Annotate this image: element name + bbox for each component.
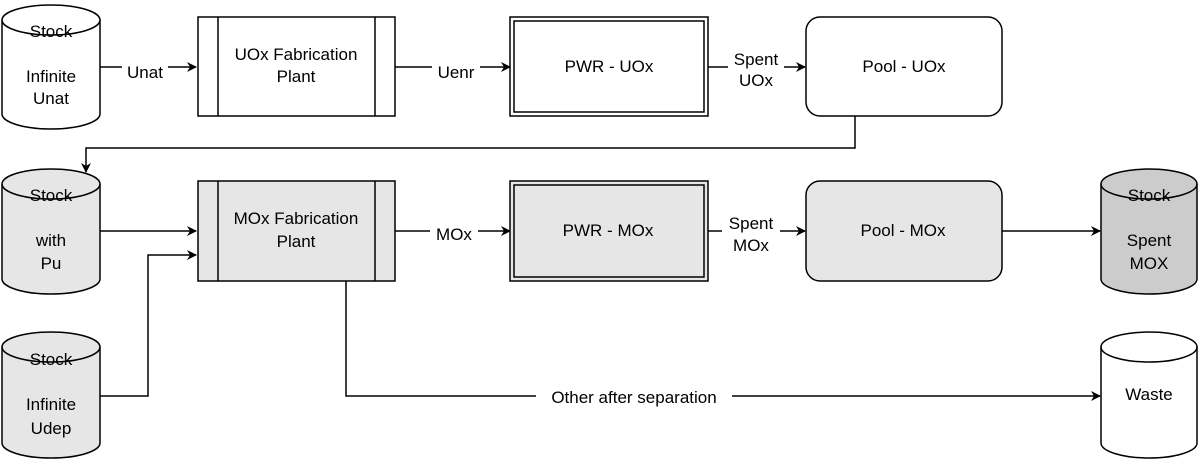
edge-pool-uox-to-stock-pu <box>81 116 856 173</box>
stock-infinite-unat: Stock Infinite Unat <box>1 4 101 130</box>
stock-udep-line2: Udep <box>31 419 72 438</box>
pool-mox: Pool - MOx <box>805 180 1003 282</box>
edge-label-spent-uox-2: UOx <box>739 71 774 90</box>
edge-spent-uox: Spent UOx <box>708 48 806 90</box>
pwr-uox: PWR - UOx <box>509 16 709 117</box>
mox-fab-line2: Plant <box>277 232 316 251</box>
waste: Waste <box>1100 331 1198 459</box>
stock-spent-mox-line1: Spent <box>1127 231 1172 250</box>
edge-udep-to-mox-fab <box>100 250 197 397</box>
uox-fabrication-plant: UOx Fabrication Plant <box>197 16 396 117</box>
stock-spent-mox-line2: MOX <box>1130 254 1169 273</box>
stock-spent-mox: Stock Spent MOX <box>1100 168 1198 295</box>
edge-label-other-after-separation: Other after separation <box>551 388 716 407</box>
pool-uox-label: Pool - UOx <box>862 57 946 76</box>
edge-label-unat: Unat <box>127 63 163 82</box>
pwr-mox-label: PWR - MOx <box>563 221 654 240</box>
stock-infinite-udep: Stock Infinite Udep <box>1 331 101 459</box>
mox-fab-line1: MOx Fabrication <box>234 209 359 228</box>
stock-pu-line1: with <box>35 231 66 250</box>
edge-label-spent-mox-1: Spent <box>729 214 774 233</box>
stock-unat-top: Stock <box>30 22 73 41</box>
pool-uox: Pool - UOx <box>805 16 1003 117</box>
stock-udep-top: Stock <box>30 350 73 369</box>
edge-label-spent-mox-2: MOx <box>733 236 769 255</box>
edge-unat: Unat <box>100 62 197 82</box>
stock-unat-line2: Unat <box>33 89 69 108</box>
edge-spent-mox: Spent MOx <box>708 212 806 255</box>
edge-label-uenr: Uenr <box>438 63 475 82</box>
edge-uenr: Uenr <box>395 62 511 82</box>
stock-with-pu: Stock with Pu <box>1 168 101 295</box>
stock-pu-top: Stock <box>30 186 73 205</box>
edge-label-spent-uox-1: Spent <box>734 50 779 69</box>
pwr-uox-label: PWR - UOx <box>565 57 654 76</box>
waste-label: Waste <box>1125 385 1173 404</box>
stock-unat-line1: Infinite <box>26 67 76 86</box>
stock-pu-line2: Pu <box>41 254 62 273</box>
stock-udep-line1: Infinite <box>26 395 76 414</box>
uox-fab-line2: Plant <box>277 67 316 86</box>
edge-other-after-separation: Other after separation <box>345 281 1101 407</box>
uox-fab-line1: UOx Fabrication <box>235 45 358 64</box>
pool-mox-label: Pool - MOx <box>860 221 946 240</box>
edge-mox: MOx <box>395 225 511 244</box>
mox-fabrication-plant: MOx Fabrication Plant <box>197 180 396 282</box>
stock-spent-mox-top: Stock <box>1128 186 1171 205</box>
edge-label-mox: MOx <box>436 225 472 244</box>
pwr-mox: PWR - MOx <box>509 180 709 282</box>
